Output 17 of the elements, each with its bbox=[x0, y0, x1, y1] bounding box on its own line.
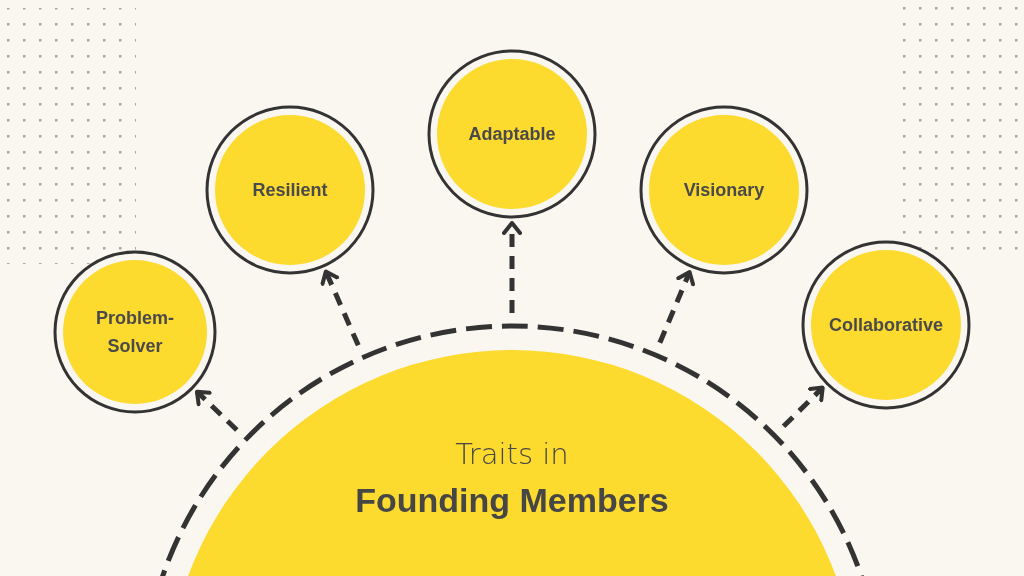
trait-circle bbox=[205, 105, 375, 275]
trait-circle bbox=[427, 49, 597, 219]
trait-label: Collaborative bbox=[829, 314, 943, 337]
dashed-arrow bbox=[657, 270, 696, 344]
trait-label: Resilient bbox=[252, 179, 328, 202]
trait-circle bbox=[639, 105, 809, 275]
trait-circle bbox=[801, 240, 971, 410]
trait-circle bbox=[53, 250, 217, 414]
trait-label: Problem-Solver bbox=[95, 307, 175, 358]
title-text: Traits in bbox=[454, 437, 570, 471]
trait-label: Visionary bbox=[683, 179, 765, 202]
dashed-arrow bbox=[194, 389, 239, 432]
dashed-arrow bbox=[320, 269, 361, 347]
title-heading: Founding Members bbox=[354, 481, 670, 520]
dashed-arrow bbox=[781, 385, 825, 429]
dashed-arrow bbox=[502, 221, 522, 313]
trait-label: Adaptable bbox=[468, 123, 556, 146]
